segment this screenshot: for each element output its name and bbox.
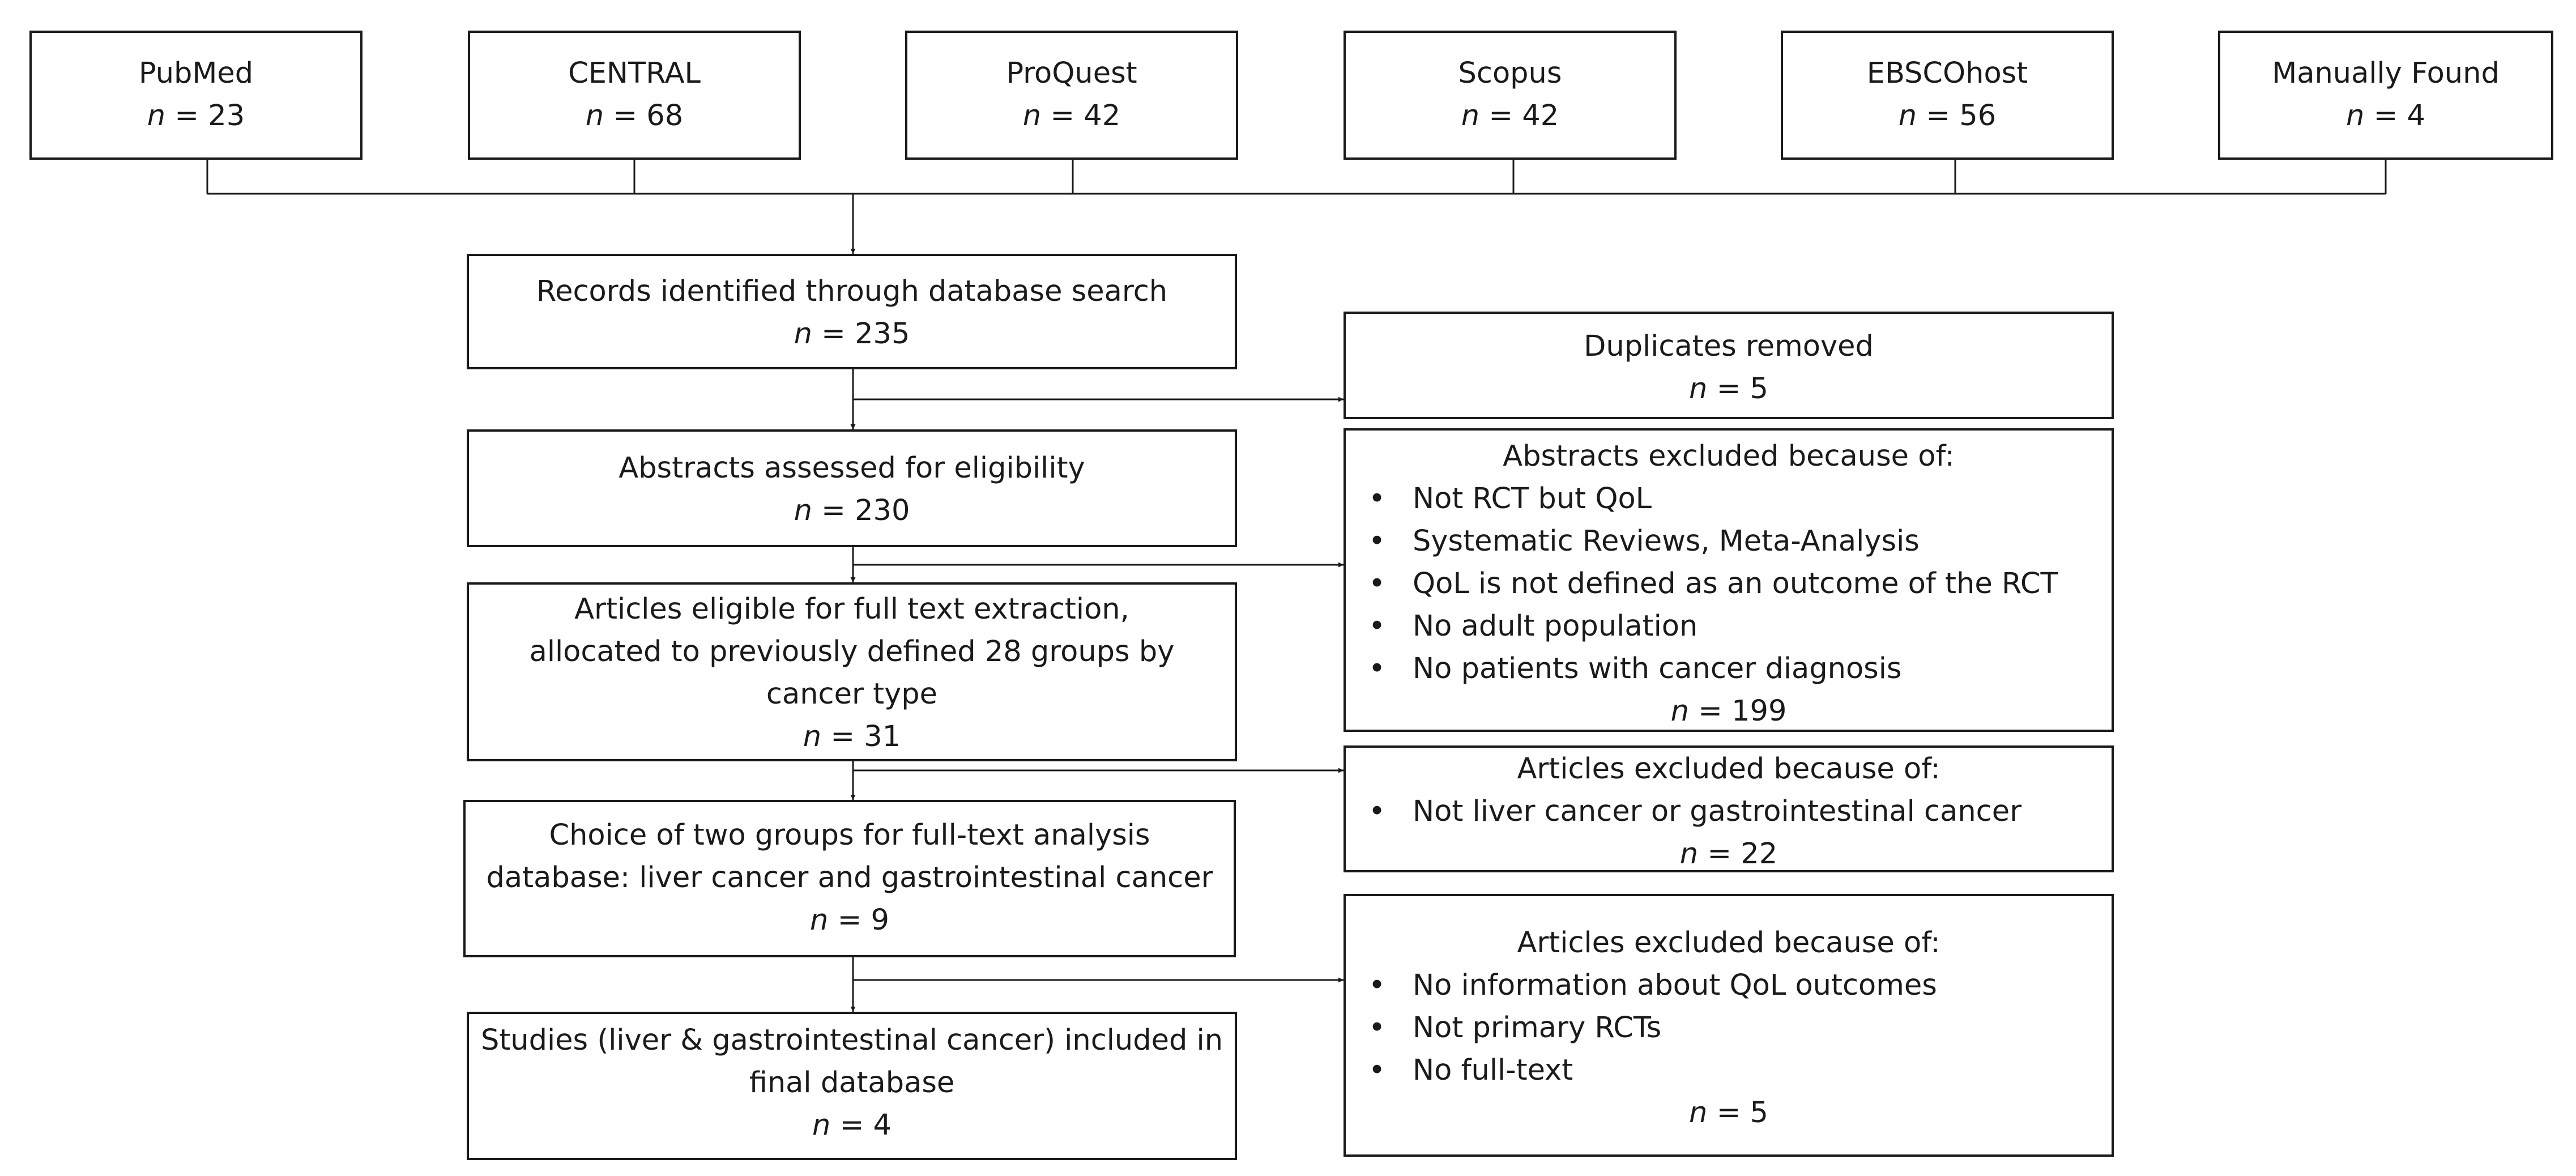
source-box-central: CENTRAL n = 68 xyxy=(468,31,801,160)
source-box-ebscohost: EBSCOhost n = 56 xyxy=(1781,31,2114,160)
box-label: Choice of two groups for full-text analy… xyxy=(549,819,1150,852)
exclusion-reasons-list: Not liver cancer or gastrointestinal can… xyxy=(1346,790,2112,833)
exclusion-reason: No information about QoL outcomes xyxy=(1346,964,2112,1007)
articles-excluded-box-1: Articles excluded because of: Not liver … xyxy=(1344,745,2114,872)
exclusion-reason: Systematic Reviews, Meta-Analysis xyxy=(1346,520,2112,563)
box-title: Duplicates removed xyxy=(1584,330,1874,363)
box-title: Articles excluded because of: xyxy=(1517,752,1940,786)
source-count: n = 68 xyxy=(585,99,684,133)
exclusion-reason: No adult population xyxy=(1346,605,2112,647)
box-label: database: liver cancer and gastrointesti… xyxy=(486,861,1213,894)
box-count: n = 5 xyxy=(1689,372,1768,406)
duplicates-removed-box: Duplicates removed n = 5 xyxy=(1344,312,2114,419)
box-count: n = 199 xyxy=(1670,694,1787,728)
choice-of-groups-box: Choice of two groups for full-text analy… xyxy=(463,800,1236,957)
box-count: n = 5 xyxy=(1689,1096,1768,1130)
box-count: n = 31 xyxy=(803,720,901,753)
abstracts-excluded-box: Abstracts excluded because of: Not RCT b… xyxy=(1344,428,2114,732)
source-count: n = 23 xyxy=(147,99,245,133)
source-name: ProQuest xyxy=(1006,57,1137,90)
source-box-scopus: Scopus n = 42 xyxy=(1344,31,1677,160)
source-count: n = 4 xyxy=(2346,99,2425,133)
source-name: CENTRAL xyxy=(568,57,701,90)
box-label: cancer type xyxy=(766,678,938,711)
studies-included-box: Studies (liver & gastrointestinal cancer… xyxy=(467,1012,1237,1160)
box-label: Articles eligible for full text extracti… xyxy=(574,593,1129,626)
box-count: n = 230 xyxy=(794,494,910,527)
source-count: n = 56 xyxy=(1898,99,1997,133)
exclusion-reason: No full-text xyxy=(1346,1049,2112,1092)
box-count: n = 4 xyxy=(812,1109,892,1142)
box-label: final database xyxy=(749,1066,955,1100)
exclusion-reason: Not primary RCTs xyxy=(1346,1007,2112,1049)
box-label: Studies (liver & gastrointestinal cancer… xyxy=(480,1024,1223,1057)
box-title: Abstracts excluded because of: xyxy=(1503,440,1955,473)
box-label: Records identified through database sear… xyxy=(536,275,1168,308)
articles-excluded-box-2: Articles excluded because of: No informa… xyxy=(1344,894,2114,1157)
source-count: n = 42 xyxy=(1022,99,1121,133)
box-title: Articles excluded because of: xyxy=(1517,926,1940,960)
source-name: Scopus xyxy=(1458,57,1562,90)
exclusion-reason: QoL is not defined as an outcome of the … xyxy=(1346,563,2112,605)
source-box-proquest: ProQuest n = 42 xyxy=(905,31,1238,160)
source-name: EBSCOhost xyxy=(1866,57,2028,90)
source-count: n = 42 xyxy=(1461,99,1559,133)
box-label: allocated to previously defined 28 group… xyxy=(529,635,1175,668)
exclusion-reason: Not RCT but QoL xyxy=(1346,478,2112,520)
source-box-manually-found: Manually Found n = 4 xyxy=(2218,31,2553,160)
box-count: n = 235 xyxy=(794,317,910,351)
source-box-pubmed: PubMed n = 23 xyxy=(29,31,362,160)
exclusion-reasons-list: No information about QoL outcomes Not pr… xyxy=(1346,964,2112,1092)
articles-eligible-box: Articles eligible for full text extracti… xyxy=(467,582,1237,761)
box-count: n = 9 xyxy=(810,904,889,937)
records-identified-box: Records identified through database sear… xyxy=(467,254,1237,369)
box-label: Abstracts assessed for eligibility xyxy=(619,451,1085,485)
exclusion-reason: Not liver cancer or gastrointestinal can… xyxy=(1346,790,2112,833)
box-count: n = 22 xyxy=(1679,837,1778,871)
source-name: PubMed xyxy=(138,57,254,90)
source-name: Manually Found xyxy=(2272,57,2500,90)
exclusion-reasons-list: Not RCT but QoL Systematic Reviews, Meta… xyxy=(1346,478,2112,690)
abstracts-assessed-box: Abstracts assessed for eligibility n = 2… xyxy=(467,429,1237,547)
exclusion-reason: No patients with cancer diagnosis xyxy=(1346,647,2112,690)
